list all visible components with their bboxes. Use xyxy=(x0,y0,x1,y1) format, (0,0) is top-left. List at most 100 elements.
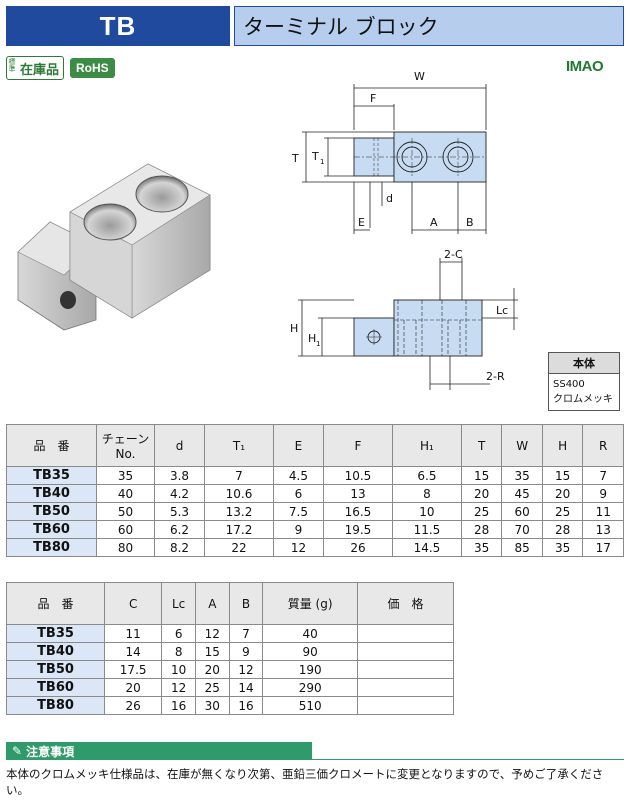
table-cell: 17.2 xyxy=(204,520,274,539)
table-cell: 17 xyxy=(582,538,624,557)
table-cell: 13.2 xyxy=(204,502,274,521)
table-cell: 35 xyxy=(501,466,543,485)
table-cell: 9 xyxy=(582,484,624,503)
standard-label: 標準 xyxy=(8,58,16,72)
material-line-2: クロムメッキ xyxy=(553,394,613,405)
col-header: B xyxy=(228,582,264,625)
table-cell: 11 xyxy=(103,624,163,643)
table-row: TB35 35 3.8 7 4.5 10.5 6.5 15 35 15 7 xyxy=(6,466,624,485)
dim-2r-label: 2-R xyxy=(486,370,505,383)
header: TB ターミナル ブロック xyxy=(6,6,624,46)
notice-divider xyxy=(312,759,624,760)
col-header: Lc xyxy=(161,582,196,625)
price-cell xyxy=(357,696,454,715)
table-cell: 6.2 xyxy=(154,520,205,539)
col-header: A xyxy=(194,582,230,625)
table-cell: 20 xyxy=(460,484,503,503)
table-cell: 510 xyxy=(262,696,358,715)
table-cell: 20 xyxy=(541,484,584,503)
material-box: 本体 SS400 クロムメッキ xyxy=(548,352,620,411)
table-cell: 15 xyxy=(460,466,503,485)
table-cell: 190 xyxy=(262,660,358,679)
table-row: TB80 26 16 30 16 510 xyxy=(6,696,454,715)
table-cell: 28 xyxy=(460,520,503,539)
stock-badge: 標準 在庫品 xyxy=(6,56,65,80)
dim-lc-label: Lc xyxy=(496,304,508,317)
table-cell: 25 xyxy=(541,502,584,521)
table-cell: 25 xyxy=(194,678,230,697)
table-cell: 9 xyxy=(272,520,324,539)
dim-t1-sub: 1 xyxy=(320,158,324,166)
table-cell: 14 xyxy=(103,642,163,661)
table-cell: 20 xyxy=(103,678,163,697)
table-cell: 85 xyxy=(501,538,543,557)
pencil-icon: ✎ xyxy=(12,744,23,758)
part-number-cell: TB40 xyxy=(6,484,97,503)
table-cell: 13 xyxy=(582,520,624,539)
table-cell: 60 xyxy=(96,520,155,539)
table-cell: 8.2 xyxy=(154,538,205,557)
product-title: ターミナル ブロック xyxy=(234,6,624,46)
col-header: F xyxy=(322,424,393,467)
material-line-1: SS400 xyxy=(553,379,585,390)
dim-e-label: E xyxy=(358,216,365,229)
table-cell: 5.3 xyxy=(154,502,205,521)
part-number-cell: TB60 xyxy=(6,520,97,539)
table-cell: 6.5 xyxy=(391,466,462,485)
table-row: TB60 60 6.2 17.2 9 19.5 11.5 28 70 28 13 xyxy=(6,520,624,539)
table-cell: 16 xyxy=(161,696,196,715)
dim-h-label: H xyxy=(290,322,298,335)
rohs-badge: RoHS xyxy=(70,58,115,78)
col-header: C xyxy=(103,582,163,625)
product-photo xyxy=(17,163,211,331)
col-header: 価 格 xyxy=(357,582,454,625)
col-header: d xyxy=(154,424,205,467)
notice-header: ✎ 注意事項 xyxy=(6,742,312,760)
dim-b-label: B xyxy=(466,216,474,229)
part-number-cell: TB40 xyxy=(6,642,105,661)
table-cell: 7.5 xyxy=(272,502,324,521)
table-row: TB80 80 8.2 22 12 26 14.5 35 85 35 17 xyxy=(6,538,624,557)
part-number-cell: TB60 xyxy=(6,678,105,697)
table-cell: 35 xyxy=(460,538,503,557)
price-cell xyxy=(357,660,454,679)
table-cell: 30 xyxy=(194,696,230,715)
table-cell: 20 xyxy=(194,660,230,679)
table-row: TB50 50 5.3 13.2 7.5 16.5 10 25 60 25 11 xyxy=(6,502,624,521)
part-number-cell: TB50 xyxy=(6,502,97,521)
part-number-cell: TB35 xyxy=(6,624,105,643)
table-cell: 10 xyxy=(391,502,462,521)
dim-t-label: T xyxy=(291,152,299,165)
table-cell: 80 xyxy=(96,538,155,557)
dim-d-label: d xyxy=(386,192,393,205)
col-header: 品 番 xyxy=(6,424,97,467)
notice-text: 本体のクロムメッキ仕様品は、在庫が無くなり次第、亜鉛三価クロメートに変更となりま… xyxy=(6,767,604,797)
col-header: T xyxy=(460,424,503,467)
table-cell: 14 xyxy=(228,678,264,697)
table-cell: 9 xyxy=(228,642,264,661)
price-cell xyxy=(357,624,454,643)
table-cell: 12 xyxy=(161,678,196,697)
table-row: TB35 11 6 12 7 40 xyxy=(6,624,454,643)
table-cell: 3.8 xyxy=(154,466,205,485)
col-header: チェーン No. xyxy=(96,424,155,467)
table-cell: 35 xyxy=(96,466,155,485)
table-row: TB40 14 8 15 9 90 xyxy=(6,642,454,661)
table-cell: 70 xyxy=(501,520,543,539)
col-header: H xyxy=(541,424,584,467)
table-cell: 22 xyxy=(204,538,274,557)
top-view-drawing: W F T T 1 d E A B xyxy=(291,70,487,234)
table-cell: 12 xyxy=(194,624,230,643)
table-cell: 50 xyxy=(96,502,155,521)
dim-h1-sub: 1 xyxy=(316,340,320,348)
table-cell: 14.5 xyxy=(391,538,462,557)
table-header-row: 品 番 C Lc A B 質量 (g) 価 格 xyxy=(6,582,454,625)
col-header: 質量 (g) xyxy=(262,582,358,625)
material-values: SS400 クロムメッキ xyxy=(549,374,619,410)
dim-a-label: A xyxy=(430,216,438,229)
table-cell: 7 xyxy=(582,466,624,485)
table-cell: 26 xyxy=(322,538,393,557)
table-cell: 4.5 xyxy=(272,466,324,485)
spec-table-2: 品 番 C Lc A B 質量 (g) 価 格 TB35 11 6 12 7 4… xyxy=(6,582,454,715)
col-header: W xyxy=(501,424,543,467)
